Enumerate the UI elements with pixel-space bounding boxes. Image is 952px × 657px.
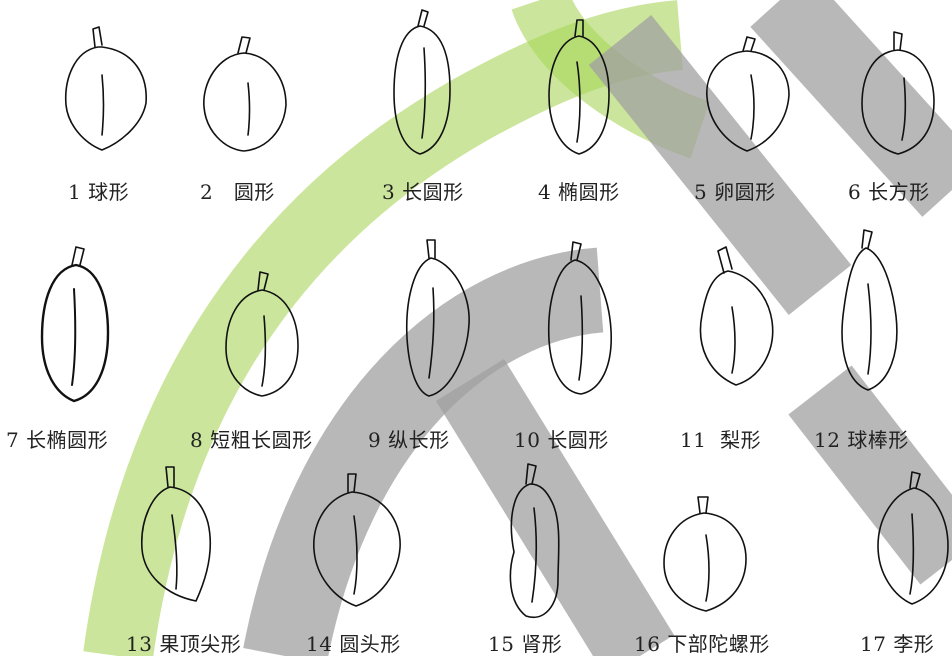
fruit-4-number: 4 xyxy=(538,180,552,204)
fruit-8-number: 8 xyxy=(190,428,204,452)
fruit-5-number: 5 xyxy=(694,180,708,204)
fruit-7-label: 7 长椭圆形 xyxy=(6,424,108,453)
fruit-16-number: 16 xyxy=(634,632,661,656)
fruit-17-drawing xyxy=(872,470,952,610)
fruit-8-label: 8 短粗长圆形 xyxy=(190,424,313,453)
fruit-15-number: 15 xyxy=(488,632,515,656)
fruit-14-drawing xyxy=(310,470,405,610)
fruit-16-label: 16 下部陀螺形 xyxy=(634,628,770,657)
fruit-15-label: 15 肾形 xyxy=(488,628,562,657)
fruit-13-number: 13 xyxy=(126,632,153,656)
fruit-8-drawing xyxy=(222,270,302,400)
watermark-gray-arc xyxy=(243,247,605,656)
fruit-6-number: 6 xyxy=(848,180,862,204)
watermark-gray-bar-3 xyxy=(435,359,675,656)
fruit-2-name: 圆形 xyxy=(233,180,275,204)
fruit-3-name: 长圆形 xyxy=(402,180,464,204)
fruit-13-label: 13 果顶尖形 xyxy=(126,628,241,657)
fruit-12-label: 12 球棒形 xyxy=(814,424,909,453)
fruit-6-drawing xyxy=(858,30,938,160)
fruit-17-name: 李形 xyxy=(893,632,935,656)
fruit-1-name: 球形 xyxy=(88,180,130,204)
fruit-12-name: 球棒形 xyxy=(847,428,909,452)
fruit-11-number: 11 xyxy=(680,428,707,452)
fruit-5-drawing xyxy=(703,35,793,155)
fruit-3-number: 3 xyxy=(382,180,396,204)
fruit-8-name: 短粗长圆形 xyxy=(210,428,313,452)
fruit-1-drawing xyxy=(62,25,152,155)
fruit-11-label: 11 梨形 xyxy=(680,424,761,453)
fruit-10-number: 10 xyxy=(514,428,541,452)
fruit-7-number: 7 xyxy=(6,428,20,452)
fruit-12-drawing xyxy=(832,228,907,398)
fruit-12-number: 12 xyxy=(814,428,841,452)
fruit-9-label: 9 纵长形 xyxy=(368,424,450,453)
fruit-14-number: 14 xyxy=(306,632,333,656)
fruit-15-name: 肾形 xyxy=(521,632,563,656)
fruit-6-label: 6 长方形 xyxy=(848,176,930,205)
fruit-9-number: 9 xyxy=(368,428,382,452)
watermark-gray-bar-2 xyxy=(750,0,952,217)
fruit-15-drawing xyxy=(500,462,570,627)
fruit-13-drawing xyxy=(138,465,218,605)
fruit-11-drawing xyxy=(692,245,777,390)
fruit-13-name: 果顶尖形 xyxy=(159,632,242,656)
fruit-5-name: 卵圆形 xyxy=(714,180,776,204)
fruit-17-number: 17 xyxy=(860,632,887,656)
fruit-4-name: 椭圆形 xyxy=(558,180,620,204)
fruit-3-label: 3 长圆形 xyxy=(382,176,464,205)
fruit-10-name: 长圆形 xyxy=(547,428,609,452)
fruit-2-number: 2 xyxy=(200,180,214,204)
fruit-10-drawing xyxy=(545,240,620,400)
fruit-2-drawing xyxy=(200,35,290,155)
fruit-10-label: 10 长圆形 xyxy=(514,424,609,453)
fruit-9-drawing xyxy=(403,238,478,403)
fruit-7-name: 长椭圆形 xyxy=(26,428,109,452)
fruit-16-name: 下部陀螺形 xyxy=(667,632,770,656)
fruit-17-label: 17 李形 xyxy=(860,628,934,657)
fruit-1-label: 1 球形 xyxy=(68,176,129,205)
fruit-7-drawing xyxy=(38,245,113,405)
fruit-11-name: 梨形 xyxy=(720,428,762,452)
watermark-gray-bar-1 xyxy=(588,15,852,315)
fruit-14-name: 圆头形 xyxy=(339,632,401,656)
fruit-2-label: 2 圆形 xyxy=(200,176,275,205)
fruit-14-label: 14 圆头形 xyxy=(306,628,401,657)
fruit-6-name: 长方形 xyxy=(868,180,930,204)
watermark-gray-bar-4 xyxy=(788,365,952,585)
fruit-4-drawing xyxy=(545,18,615,158)
fruit-5-label: 5 卵圆形 xyxy=(694,176,776,205)
fruit-3-drawing xyxy=(388,8,458,158)
fruit-4-label: 4 椭圆形 xyxy=(538,176,620,205)
fruit-1-number: 1 xyxy=(68,180,82,204)
fruit-9-name: 纵长形 xyxy=(388,428,450,452)
fruit-16-drawing xyxy=(660,495,750,615)
